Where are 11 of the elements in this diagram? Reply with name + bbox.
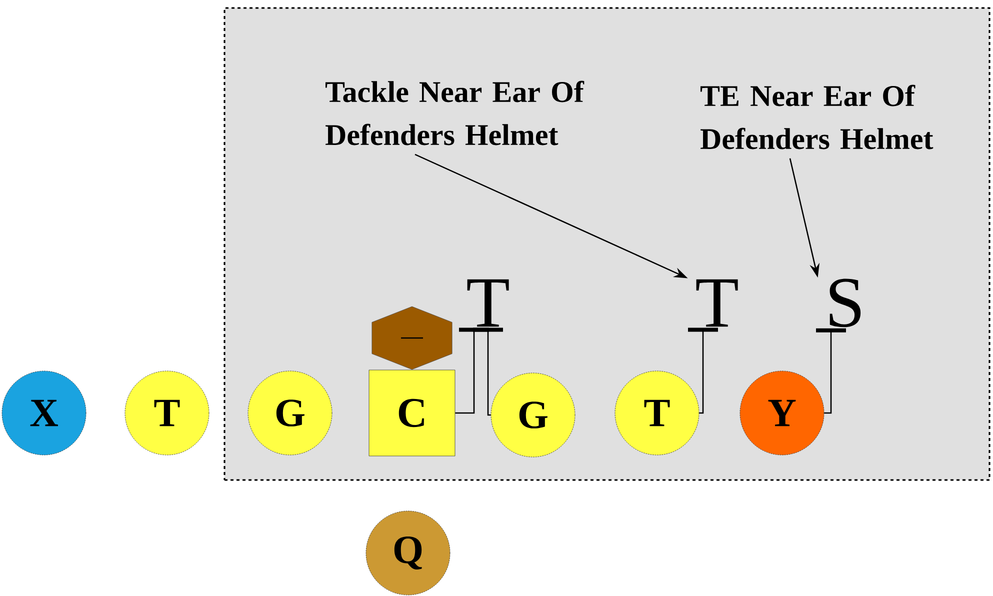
defender-letter: S [830, 278, 861, 328]
field-zone [224, 7, 990, 481]
block-line [688, 328, 718, 414]
center-box: C [368, 370, 456, 456]
helmet-hexagon [372, 306, 452, 370]
block-line [816, 328, 846, 414]
defender-letter: T [467, 279, 509, 327]
note-text: Tackle Near Ear Of Defenders Helmet [325, 80, 584, 146]
note-text: TE Near Ear Of Defenders Helmet [700, 84, 934, 150]
defender-letter: T [696, 279, 738, 327]
block-line [473, 328, 503, 416]
